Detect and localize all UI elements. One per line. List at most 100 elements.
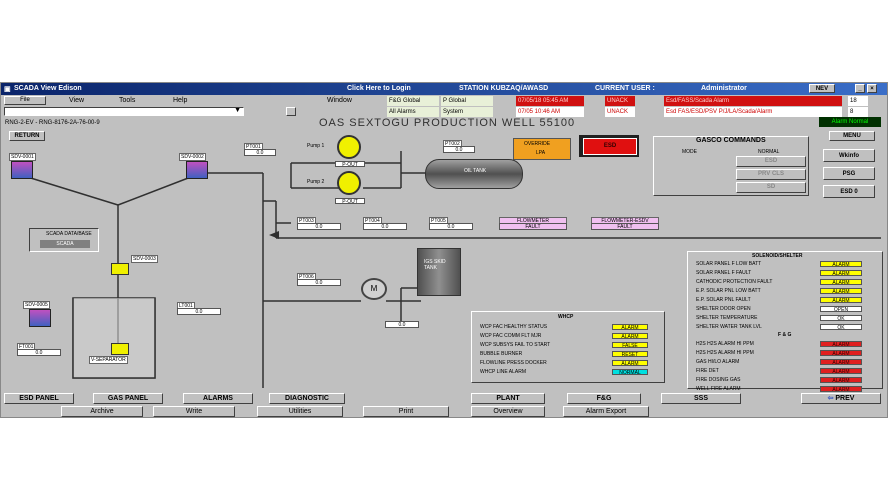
footer-overview-button[interactable]: Overview [471,406,545,417]
wellhead-icon-1[interactable] [11,161,33,179]
pump2-icon[interactable] [337,171,361,195]
alarm-time-1: 07/05/18 05:45 AM [516,96,584,106]
valve-icon-2[interactable] [111,343,129,355]
esd-button[interactable]: ESD [579,135,639,157]
override-indicator: OVERRIDE LPA [513,138,571,160]
gasco-commands-panel: GASCO COMMANDS MODE NORMAL ESD PRV CLS S… [653,136,809,196]
igs-skid-tank[interactable]: IGS SKID TANK [417,248,461,296]
valve-icon-1[interactable] [111,263,129,275]
fg-row-status: ALARM [820,350,862,357]
toolbar-icon-button[interactable] [286,107,296,116]
well-tag-2: SDV-0002 [179,153,206,161]
menu-help[interactable]: Help [173,97,188,104]
whcp-row-status: ALARM [612,324,648,331]
login-link[interactable]: Click Here to Login [347,85,411,92]
override-value: LPA [536,150,546,156]
alarm-status-1: UNACK [605,96,635,106]
pt-value-8: 0.0 [17,349,61,356]
fg-row-status: ALARM [820,341,862,348]
gasco-cmd-sd[interactable]: SD [736,182,806,193]
fg-row-label: WELL FIRE ALARM [696,386,741,392]
tab-alarms[interactable]: ALARMS [183,393,253,404]
header-status: Alarm Normal [819,117,881,127]
gasco-cmd-esd[interactable]: ESD [736,156,806,167]
gasco-cmd-prv-cls[interactable]: PRV CLS [736,169,806,180]
scada-database-box: SCADA DATA/BASE SCADA [29,228,99,252]
oil-tank-label: OIL TANK [464,168,487,174]
menu-tools[interactable]: Tools [119,97,136,104]
pt-value-6: 0.0 [297,279,341,286]
solenoid-row-status: ALARM [820,288,862,295]
whcp-row-status: NORMAL [612,369,648,376]
menu-view[interactable]: View [69,97,85,104]
tab-fg[interactable]: F&G [567,393,641,404]
p-global-label[interactable]: P Global [441,96,493,106]
whcp-row-label: WCP SUBSYS FAIL TO START [480,342,551,348]
system-label[interactable]: System [441,107,493,117]
return-button[interactable]: RETURN [9,131,45,141]
footer-write-button[interactable]: Write [153,406,235,417]
pump1-status: P-OUT [335,161,365,168]
wellhead-icon-3[interactable] [29,309,51,327]
footer-print-button[interactable]: Print [363,406,449,417]
alarm-message-2: Esd FAS/ESD/PSV P/J/LA/Scada/Alarm [664,107,842,117]
footer-utilities-button[interactable]: Utilities [257,406,343,417]
menu-cmd-psg[interactable]: PSG [823,167,875,180]
whcp-row-status: FALSE [612,342,648,349]
minimize-button[interactable]: _ [855,84,865,93]
fg-row-label: H2S H2S ALARM HI PPM [696,341,754,347]
esd-button-label: ESD [603,143,617,149]
solenoid-row-label: SHELTER WATER TANK LVL [696,324,762,330]
menu-cmd-esd0[interactable]: ESD 0 [823,185,875,198]
scada-database-button[interactable]: SCADA [40,240,90,248]
tab-sss[interactable]: SSS [661,393,741,404]
pump2-label: Pump 2 [307,179,325,185]
wellhead-icon-2[interactable] [186,161,208,179]
tab-prev[interactable]: ⇦ PREV [801,393,881,404]
menu-window[interactable]: Window [327,97,352,104]
menu-button[interactable]: MENU [829,131,875,141]
vessel-tag: V-SEPARATOR [89,356,128,364]
whcp-row-label: WHCP LINE ALARM [480,369,527,375]
esd-button-inner: ESD [583,138,637,155]
tab-gas-panel[interactable]: GAS PANEL [93,393,163,404]
menu-cmd-wkinfo[interactable]: Wkinfo [823,149,875,162]
solenoid-row-label: SOLAR PANEL F LOW BATT [696,261,762,267]
tab-diagnostic[interactable]: DIAGNOSTIC [269,393,345,404]
whcp-title: WHCP [558,314,574,320]
scada-window: ▣ SCADA View Edison Click Here to Login … [0,82,888,418]
nev-button[interactable]: NEV [809,84,835,93]
toolbar-dropdown[interactable]: ▼ [4,107,244,116]
gasco-cmd-esd-label: ESD [764,158,778,164]
well-tag-1: SDV-0001 [9,153,36,161]
whcp-row-status: ALARM [612,333,648,340]
fg-row-label: H2S H2S ALARM HI PPM [696,350,754,356]
solenoid-row-status: ALARM [820,279,862,286]
footer-alarm-export-button[interactable]: Alarm Export [563,406,649,417]
skid-tank-label: IGS SKID TANK [424,259,446,271]
close-button[interactable]: × [867,84,877,93]
footer-archive-button[interactable]: Archive [61,406,143,417]
solenoid-row-label: CATHODIC PROTECTION FAULT [696,279,773,285]
menu-file[interactable]: File [4,96,46,105]
oil-tank[interactable]: OIL TANK [425,159,523,189]
whcp-row-status: RESET [612,351,648,358]
whcp-row-label: WCP FAC COMM FLT MJR [480,333,542,339]
toolbar-strip: ▼ [1,106,887,118]
page-title: OAS SEXTOGU PRODUCTION WELL 55100 [319,117,576,129]
pump1-icon[interactable] [337,135,361,159]
tab-prev-label: PREV [835,395,855,402]
solenoid-row-status: OK [820,324,862,331]
tab-esd-panel[interactable]: ESD PANEL [4,393,74,404]
tab-plant[interactable]: PLANT [471,393,545,404]
motor-icon[interactable]: M [361,278,387,300]
scada-database-label: SCADA DATA/BASE [46,231,92,237]
solenoid-row-status: OPEN [820,306,862,313]
all-alarms-label[interactable]: All Alarms [387,107,439,117]
solenoid-row-label: SHELTER DOOR OPEN [696,306,751,312]
alarm-message-1: Esd/FASS/Scada Alarm [664,96,842,106]
fg-global-label[interactable]: F&G Global [387,96,439,106]
override-label: OVERRIDE [524,141,551,147]
